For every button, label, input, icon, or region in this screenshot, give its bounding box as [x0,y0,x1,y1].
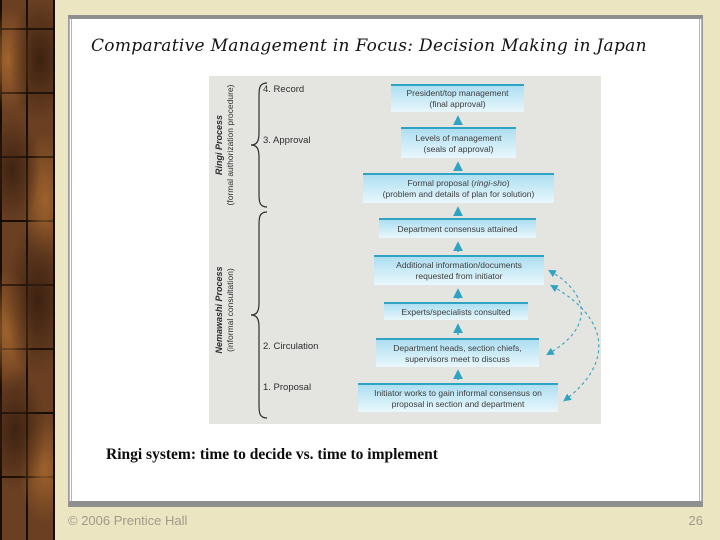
side-label-nemawashi-process: Nemawashi Process (informal consultation… [214,235,238,385]
step-label-approval: 3. Approval [263,135,311,146]
slide-subtitle: Ringi system: time to decide vs. time to… [106,446,438,463]
box-line: supervisors meet to discuss [405,353,510,364]
diagram-box-levels-of-management: Levels of management (seals of approval) [401,127,516,158]
box-text: Formal proposal ( [407,178,475,188]
slide-panel-inner: Comparative Management in Focus: Decisio… [69,19,702,501]
box-line: Initiator works to gain informal consens… [374,387,542,398]
box-line: requested from initiator [415,271,503,281]
slide-footer: © 2006 Prentice Hall 26 [68,513,703,528]
box-line: (problem and details of plan for solutio… [382,189,535,199]
diagram-box-experts-consulted: Experts/specialists consulted [384,302,528,320]
box-line: President/top management [406,88,509,98]
slide-panel: Comparative Management in Focus: Decisio… [68,15,703,507]
ringi-process-diagram: Ringi Process (formal authorization proc… [209,76,601,424]
box-line: Formal proposal (ringi-sho) [363,178,554,189]
box-line: Department heads, section chiefs, [393,342,522,353]
side-label-ringi-process: Ringi Process (formal authorization proc… [214,70,238,220]
diagram-box-formal-proposal: Formal proposal (ringi-sho) (problem and… [363,173,554,203]
box-line: proposal in section and department [391,398,525,409]
brace-icons [250,82,268,419]
diagram-box-department-consensus: Department consensus attained [379,218,536,238]
side-label-subtitle: (informal consultation) [225,268,235,352]
step-label-proposal: 1. Proposal [263,382,312,393]
slide-title: Comparative Management in Focus: Decisio… [91,36,647,56]
diagram-box-initiator-works: Initiator works to gain informal consens… [358,383,558,412]
box-line: Department consensus attained [397,223,518,234]
diagram-box-president-top-management: President/top management (final approval… [391,84,524,112]
box-line: Levels of management [415,132,502,143]
box-text: ) [506,178,510,188]
box-line: (final approval) [429,99,486,109]
copyright-text: © 2006 Prentice Hall [68,513,188,528]
side-label-title: Nemawashi Process [214,266,224,354]
side-label-title: Ringi Process [214,114,224,176]
diagram-box-department-heads-meet: Department heads, section chiefs, superv… [376,338,539,367]
step-label-record: 4. Record [263,84,305,95]
diagram-box-additional-information: Additional information/documents request… [374,255,544,285]
batik-texture-sidebar [0,0,55,540]
step-label-circulation: 2. Circulation [263,341,319,352]
feedback-arc-arrows [546,269,600,402]
box-line: Experts/specialists consulted [401,306,511,317]
side-label-subtitle: (formal authorization procedure) [225,84,235,206]
box-line: Additional information/documents [396,260,522,270]
page-number: 26 [688,513,703,528]
box-text-italic: ringi-sho [474,178,507,188]
box-line: (seals of approval) [423,143,494,154]
